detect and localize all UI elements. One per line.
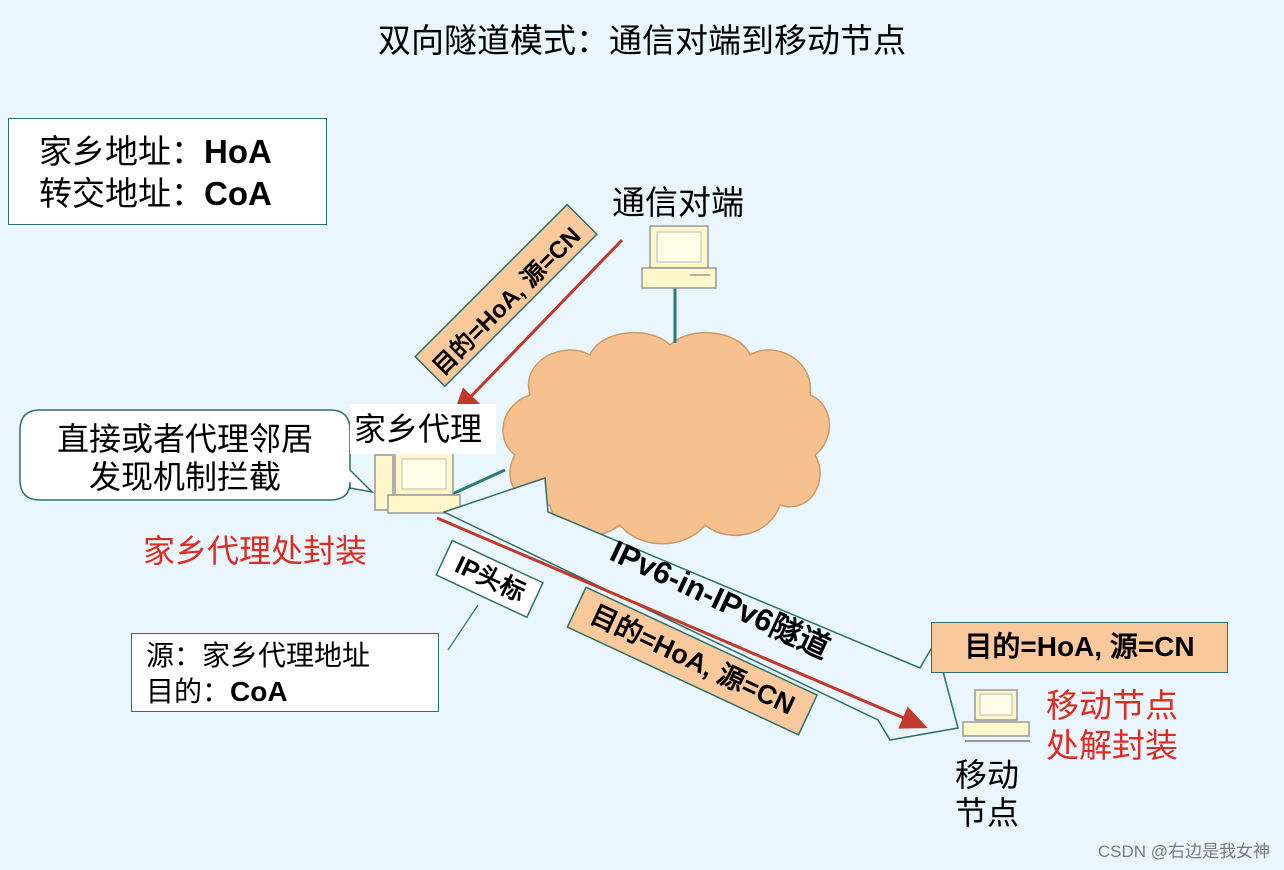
- legend-coa-row: 转交地址：CoA: [39, 173, 326, 215]
- ha-to-mn-arrow: [436, 516, 928, 729]
- mn-label: 移动 节点: [955, 756, 1019, 832]
- inner-packet-tag: [566, 586, 819, 736]
- callout-line-1: 直接或者代理邻居: [56, 420, 313, 458]
- cn-packet-tag: [414, 203, 598, 388]
- cn-to-ha-arrow: [452, 238, 624, 416]
- header-note-pointer: [447, 604, 479, 651]
- legend-coa-label: 转交地址：: [39, 174, 204, 213]
- address-legend: 家乡地址：HoA 转交地址：CoA: [8, 118, 327, 225]
- internet-cloud-icon: [502, 332, 831, 545]
- ip-header-tag: [435, 539, 544, 619]
- legend-hoa-value: HoA: [204, 133, 272, 170]
- ha-label: 家乡代理: [350, 404, 497, 454]
- callout-line-2: 发现机制拦截: [88, 458, 281, 496]
- legend-coa-value: CoA: [204, 175, 272, 212]
- legend-hoa-label: 家乡地址：: [39, 132, 204, 171]
- mn-computer-icon: [962, 689, 1030, 742]
- mn-decap-line-2: 处解封装: [1046, 726, 1178, 765]
- mn-label-line-1: 移动: [955, 756, 1020, 794]
- callout-bubble: [19, 409, 375, 501]
- header-note-source: 源：家乡代理地址: [146, 639, 371, 672]
- mn-decap-line-1: 移动节点: [1046, 686, 1178, 725]
- callout-text: 直接或者代理邻居 发现机制拦截: [20, 420, 350, 496]
- ip-header-note: 源：家乡代理地址 目的：CoA: [131, 633, 439, 712]
- header-note-dest-value: CoA: [230, 676, 288, 707]
- ha-computer-icon: [374, 452, 461, 514]
- ha-link-line: [449, 468, 506, 497]
- header-note-dest-row: 目的：CoA: [146, 674, 438, 710]
- legend-hoa-row: 家乡地址：HoA: [39, 131, 326, 173]
- cn-label: 通信对端: [612, 183, 744, 222]
- header-note-dest-label: 目的：: [146, 675, 231, 708]
- watermark: CSDN @右边是我女神: [1097, 842, 1270, 861]
- cn-computer-icon: [641, 225, 717, 289]
- mn-label-line-2: 节点: [955, 794, 1020, 832]
- page-title: 双向隧道模式：通信对端到移动节点: [378, 21, 906, 60]
- mn-decap-note: 移动节点 处解封装: [1046, 686, 1178, 766]
- tunnel-band: [442, 476, 959, 741]
- mn-packet: 目的=HoA, 源=CN: [931, 622, 1228, 673]
- ha-encap-note: 家乡代理处封装: [143, 532, 368, 570]
